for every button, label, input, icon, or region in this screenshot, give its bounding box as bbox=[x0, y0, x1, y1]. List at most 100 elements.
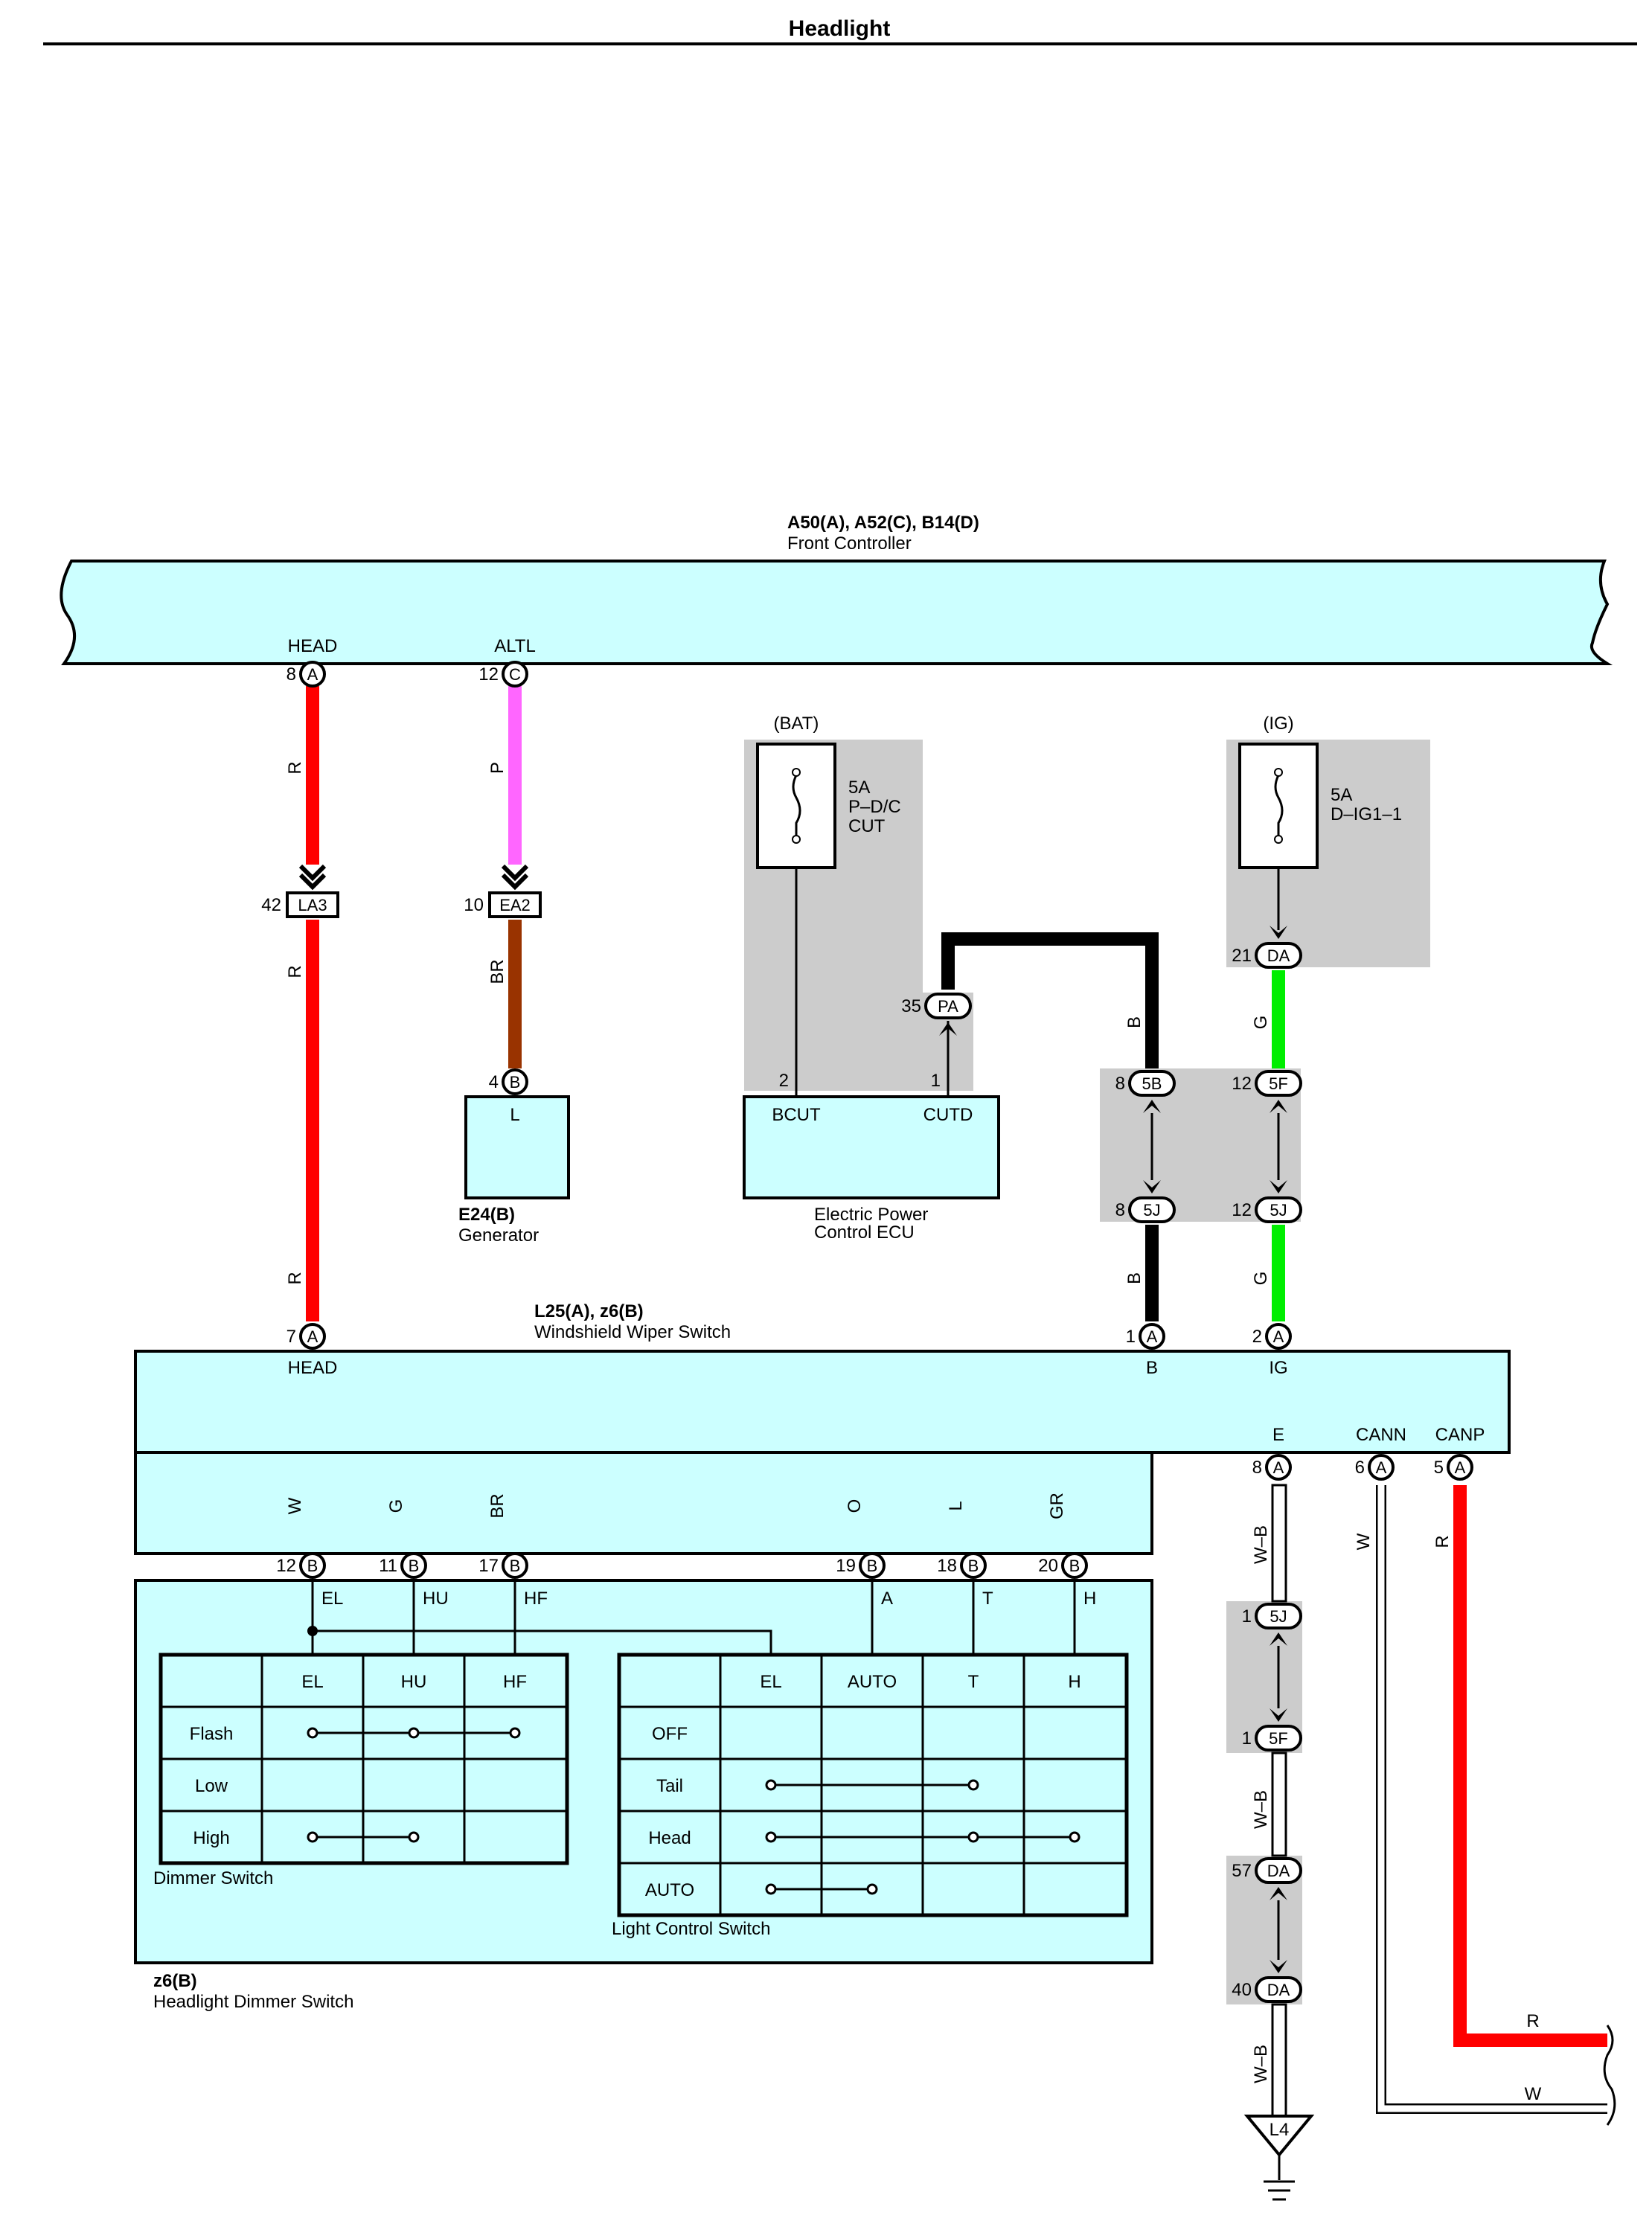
pin-number: 1 bbox=[1126, 1327, 1136, 1347]
junction-id: 5F bbox=[1269, 1074, 1288, 1093]
ecu-name1: Electric Power bbox=[814, 1205, 928, 1225]
bat-source: (BAT) bbox=[774, 714, 819, 734]
generator-codes: E24(B) bbox=[458, 1205, 515, 1225]
wire-label-cann-end: W bbox=[1525, 2084, 1542, 2104]
pin-lower: B17 bbox=[478, 1552, 528, 1579]
junction-number: 35 bbox=[901, 996, 921, 1016]
pin-number: 5 bbox=[1434, 1458, 1444, 1478]
bat-fuse-name1: P–D/C bbox=[848, 797, 901, 817]
pin-lower: B11 bbox=[379, 1552, 427, 1579]
light-table-caption: Light Control Switch bbox=[612, 1919, 770, 1939]
junction-id: 5J bbox=[1143, 1201, 1160, 1220]
wiper-switch-codes: L25(A), z6(B) bbox=[534, 1301, 644, 1321]
junction-id: 5B bbox=[1142, 1074, 1162, 1093]
wire-label-b-lower: B bbox=[1124, 1272, 1144, 1284]
pin-number: 4 bbox=[489, 1072, 499, 1092]
pin-fc-altl: C 12 bbox=[478, 661, 528, 688]
junction-id: 5J bbox=[1270, 1607, 1287, 1626]
wiper-switch-name: Windshield Wiper Switch bbox=[534, 1322, 731, 1342]
ecu-pin-bcut: BCUT bbox=[772, 1105, 821, 1125]
ecu-box bbox=[743, 1095, 1000, 1199]
dimmer-table-caption: Dimmer Switch bbox=[153, 1868, 273, 1888]
wire-b-upper bbox=[941, 932, 1159, 1068]
pin-wiper-b: A1 bbox=[1126, 1323, 1165, 1350]
pin-number: 18 bbox=[937, 1556, 957, 1576]
wire-label-t: L bbox=[946, 1501, 966, 1510]
junction-b5b: 5B 8 bbox=[1115, 1070, 1176, 1113]
junction-number: 21 bbox=[1232, 946, 1252, 966]
dimmer-row-label: High bbox=[193, 1828, 229, 1848]
pin-number: 7 bbox=[286, 1327, 296, 1347]
light-row-label: Tail bbox=[656, 1776, 683, 1796]
ig-fuse-amp: 5A bbox=[1331, 785, 1352, 805]
ig-fuse-box bbox=[1238, 743, 1319, 869]
pin-letter: A bbox=[1376, 1458, 1387, 1477]
pin-letter: A bbox=[307, 665, 318, 684]
light-header: AUTO bbox=[848, 1672, 897, 1692]
pin-lower: B20 bbox=[1038, 1552, 1088, 1579]
light-row-label: OFF bbox=[652, 1724, 688, 1744]
connector-number: 42 bbox=[261, 895, 281, 915]
wire-label-head-mid: R bbox=[285, 965, 305, 978]
connector-id: LA3 bbox=[298, 896, 327, 914]
ecu-pin-bcut-num: 2 bbox=[779, 1071, 789, 1091]
pin-number: 8 bbox=[286, 664, 296, 685]
light-header: H bbox=[1068, 1672, 1080, 1692]
wire-label-h: GR bbox=[1047, 1493, 1067, 1519]
light-header: EL bbox=[760, 1672, 781, 1692]
pin-letter: A bbox=[307, 1327, 318, 1346]
wire-label-el: W bbox=[285, 1497, 305, 1514]
junction-number: 57 bbox=[1232, 1861, 1252, 1881]
junction-id: 5J bbox=[1270, 1201, 1287, 1220]
junction-number: 8 bbox=[1115, 1074, 1125, 1094]
light-row-label: AUTO bbox=[645, 1880, 694, 1900]
pin-fc-head: A8 bbox=[286, 661, 326, 688]
wire-e bbox=[1271, 1484, 1287, 2118]
ecu-name2: Control ECU bbox=[814, 1222, 915, 1243]
splice-dot bbox=[307, 1626, 318, 1636]
wire-label-cann: W bbox=[1354, 1533, 1374, 1550]
light-row-label: Head bbox=[648, 1828, 691, 1848]
pin-letter: A bbox=[1455, 1458, 1466, 1477]
wire-label-altl-lower: BR bbox=[487, 959, 508, 984]
pin-label-head-fc: HEAD bbox=[288, 636, 338, 656]
bat-fuse-amp: 5A bbox=[848, 778, 870, 798]
lower-pin-label: EL bbox=[321, 1589, 343, 1609]
wiper-pin-head-label: HEAD bbox=[288, 1358, 338, 1378]
pin-number: 19 bbox=[836, 1556, 856, 1576]
wire-label-canp: R bbox=[1432, 1535, 1453, 1548]
lower-pin-label: HU bbox=[423, 1589, 449, 1609]
wire-label-head-upper: R bbox=[285, 761, 305, 774]
junction-b5j: 5J8 bbox=[1115, 1180, 1176, 1223]
dimmer-row-label: Flash bbox=[190, 1724, 234, 1744]
wire-label-altl-upper: P bbox=[487, 762, 508, 774]
wire-cann bbox=[1376, 1485, 1607, 2114]
generator-box bbox=[464, 1095, 570, 1199]
lower-pin-label: HF bbox=[524, 1589, 548, 1609]
pin-number: 17 bbox=[478, 1556, 499, 1576]
wire-label-canp-end: R bbox=[1526, 2011, 1539, 2031]
junction-number: 12 bbox=[1232, 1200, 1252, 1220]
ecu-pin-cutd-num: 1 bbox=[931, 1071, 941, 1091]
bat-fuse-icon bbox=[792, 769, 801, 841]
dimmer-header: HF bbox=[503, 1672, 527, 1692]
pin-number: 12 bbox=[276, 1556, 296, 1576]
ig-fuse-icon bbox=[1274, 769, 1284, 841]
pin-wiper-ig: A2 bbox=[1252, 1323, 1292, 1350]
junction-id: DA bbox=[1267, 1981, 1290, 1999]
pin-number: 2 bbox=[1252, 1327, 1262, 1347]
pin-number: 12 bbox=[478, 664, 499, 685]
wiper-pin-canp-label: CANP bbox=[1435, 1425, 1485, 1445]
lower-pin-labels: EL HU HF A T H bbox=[321, 1589, 1096, 1609]
pin-wiper-cann: A6 bbox=[1355, 1454, 1395, 1481]
junction-id: DA bbox=[1267, 946, 1290, 965]
pin-letter: C bbox=[509, 665, 521, 684]
pin-number: 6 bbox=[1355, 1458, 1365, 1478]
wire-label-head-lower: R bbox=[285, 1272, 305, 1284]
pin-letter: B bbox=[307, 1557, 318, 1575]
